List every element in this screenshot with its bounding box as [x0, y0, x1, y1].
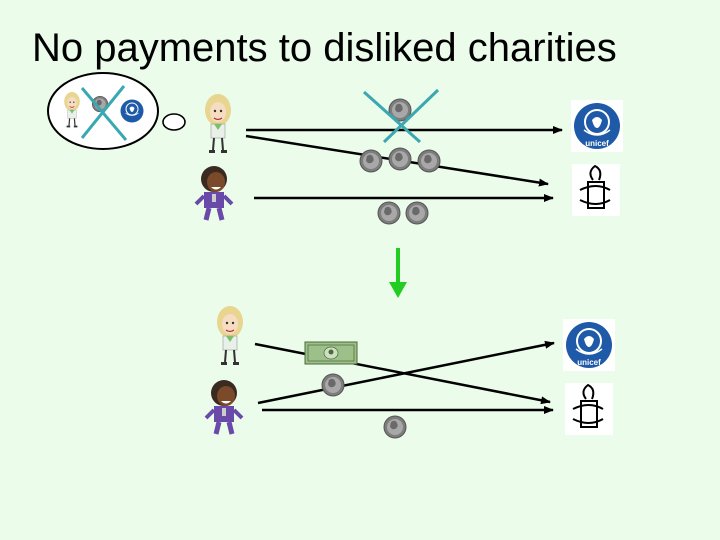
thought-bubble	[47, 72, 186, 150]
coin-bottom-middle	[321, 373, 345, 397]
bubble-unicef-icon	[118, 97, 146, 125]
person-a-top	[204, 93, 232, 154]
dollar-bill-icon	[304, 341, 358, 365]
down-arrow-icon	[389, 248, 407, 298]
cross-out-icon	[363, 88, 440, 144]
coins-row-two	[377, 201, 429, 225]
person-b-bottom	[206, 380, 242, 434]
slide-title: No payments to disliked charities	[32, 26, 617, 70]
coins-row-three	[359, 147, 441, 173]
charity-amnesty-bottom	[564, 382, 614, 436]
charity-amnesty-top	[571, 163, 621, 217]
coin-bottom-right	[383, 415, 407, 439]
unicef-label: unicef	[577, 358, 601, 367]
person-b-top	[196, 166, 232, 220]
bubble-cross-icon	[80, 85, 128, 141]
person-a-bottom	[216, 305, 244, 366]
unicef-label: unicef	[585, 139, 609, 148]
flow-b-to-unicef-bottom	[257, 340, 555, 405]
charity-unicef-top: unicef	[570, 99, 624, 153]
charity-unicef-bottom: unicef	[562, 318, 616, 372]
